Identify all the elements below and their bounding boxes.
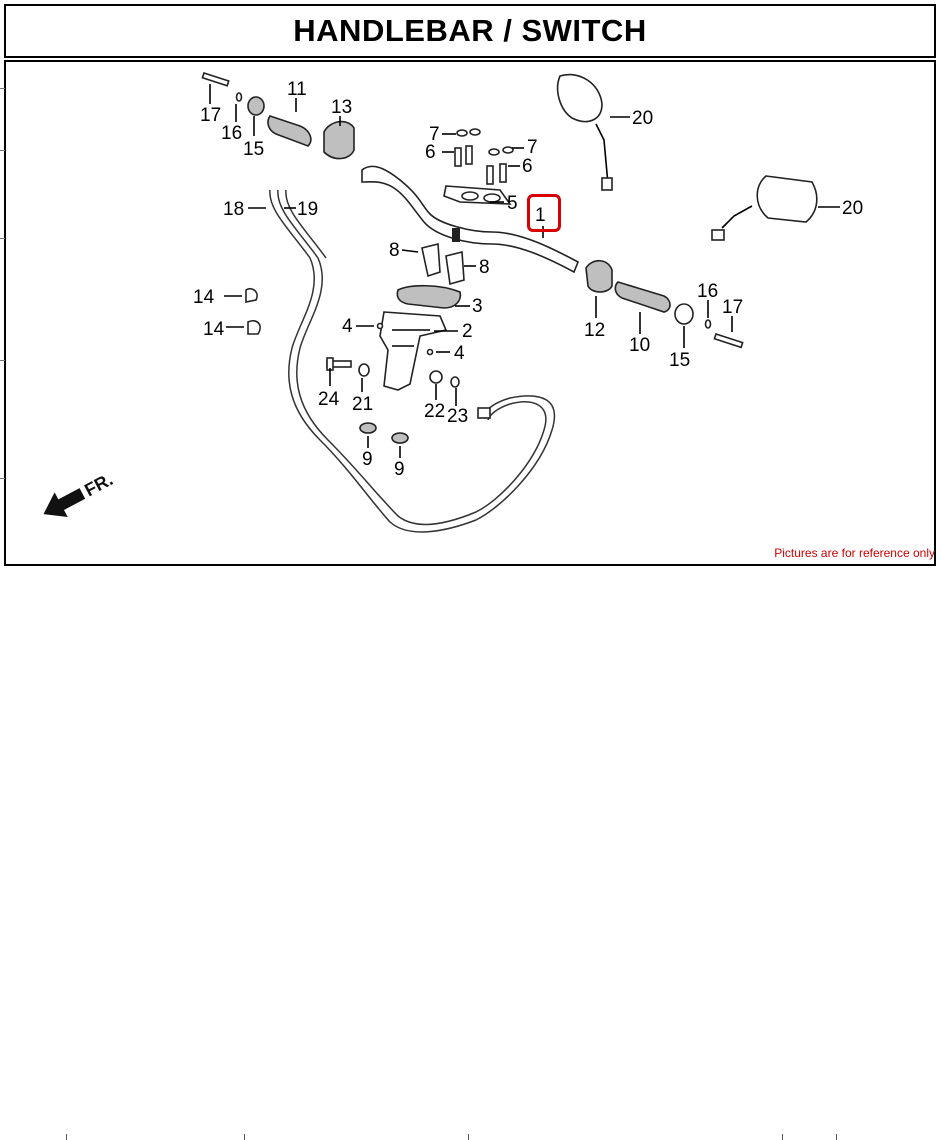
front-direction-arrow: FR.: [43, 469, 116, 518]
right-bar-end-weight[interactable]: [674, 303, 694, 325]
left-washer-16[interactable]: [235, 92, 243, 102]
sheet-row-mark: [0, 150, 5, 151]
reference-footnote: Pictures are for reference only: [774, 546, 935, 560]
callout-13: 13: [331, 97, 352, 118]
callout-5: 5: [507, 193, 518, 214]
left-bar-end-bolt[interactable]: [201, 71, 230, 87]
callout-4-upper: 4: [342, 316, 353, 337]
left-mirror[interactable]: [556, 73, 613, 191]
callout-6-left: 6: [425, 142, 436, 163]
sheet-bottom-edge: [0, 566, 941, 1140]
nut-9-right[interactable]: [391, 432, 409, 444]
left-grip[interactable]: [267, 115, 312, 147]
title-bar: HANDLEBAR / SWITCH: [4, 4, 936, 58]
callout-21: 21: [352, 394, 373, 415]
holder-bolts[interactable]: [454, 128, 514, 185]
handlebar-cover[interactable]: [396, 284, 462, 309]
leader-lines: [209, 84, 840, 458]
callout-20-left-mirror: 20: [632, 108, 653, 129]
washer-23[interactable]: [450, 376, 460, 388]
right-mirror[interactable]: [711, 175, 818, 241]
callout-7-right: 7: [527, 137, 538, 158]
right-washer-16[interactable]: [704, 319, 712, 329]
throttle-cables[interactable]: [269, 189, 556, 533]
callout-8-right: 8: [479, 257, 490, 278]
callout-7-left: 7: [429, 124, 440, 145]
callout-2: 2: [462, 321, 473, 342]
cable-clamp-lower[interactable]: [247, 319, 261, 335]
handlebar-bracket[interactable]: [379, 311, 448, 391]
page-title: HANDLEBAR / SWITCH: [293, 13, 647, 48]
parts-diagram-frame: HANDLEBAR / SWITCH: [0, 4, 941, 1140]
callout-1: 1: [535, 205, 546, 226]
screw-4-upper[interactable]: [376, 322, 384, 330]
callout-15-right: 15: [669, 350, 690, 371]
callout-22: 22: [424, 401, 445, 422]
callout-14-lower: 14: [203, 319, 225, 340]
handlebar-part[interactable]: [361, 165, 580, 274]
callout-6-right: 6: [522, 156, 533, 177]
right-grip[interactable]: [614, 281, 671, 313]
callout-16-right: 16: [697, 281, 718, 302]
sheet-row-mark: [0, 88, 5, 89]
callout-12: 12: [584, 320, 605, 341]
left-switch-assembly[interactable]: [323, 120, 355, 160]
callout-labels: 1 2 3 4 4 5 6 6 7 7 8 8 9 9 10 11 12 13 …: [193, 79, 863, 480]
callout-17-left: 17: [200, 105, 221, 126]
exploded-view-drawing: 1 2 3 4 4 5 6 6 7 7 8 8 9 9 10 11 12 13 …: [43, 71, 863, 533]
callout-15-left: 15: [243, 139, 264, 160]
callout-18: 18: [223, 199, 244, 220]
callout-9-right: 9: [394, 459, 405, 480]
sheet-row-mark: [0, 478, 5, 479]
callout-24: 24: [318, 389, 340, 410]
callout-11: 11: [287, 79, 307, 100]
screw-4-lower[interactable]: [426, 348, 434, 356]
callout-23: 23: [447, 406, 468, 427]
front-label: FR.: [81, 469, 116, 500]
callout-14-upper: 14: [193, 287, 215, 308]
right-switch-assembly[interactable]: [585, 259, 613, 293]
right-bar-end-bolt[interactable]: [713, 332, 744, 349]
washer-21[interactable]: [358, 363, 370, 377]
left-bar-end-weight[interactable]: [247, 96, 265, 116]
highlighted-part-marker: [527, 194, 561, 232]
sheet-row-mark: [0, 238, 5, 239]
callout-17-right: 17: [722, 297, 743, 318]
callout-4-lower: 4: [454, 343, 465, 364]
nut-9-left[interactable]: [359, 422, 377, 434]
cable-clamp-upper[interactable]: [245, 287, 258, 303]
sheet-row-mark: [0, 360, 5, 361]
callout-8-left: 8: [389, 240, 400, 261]
callout-9-left: 9: [362, 449, 373, 470]
handlebar-holder-upper[interactable]: [443, 185, 512, 205]
diagram-area: [4, 60, 936, 566]
callout-10: 10: [629, 335, 650, 356]
collar-22[interactable]: [429, 370, 443, 384]
callout-19: 19: [297, 199, 318, 220]
callout-20-right-mirror: 20: [842, 198, 863, 219]
handlebar-holder-lower[interactable]: [421, 242, 465, 286]
callout-3: 3: [472, 296, 483, 317]
callout-16-left: 16: [221, 123, 242, 144]
